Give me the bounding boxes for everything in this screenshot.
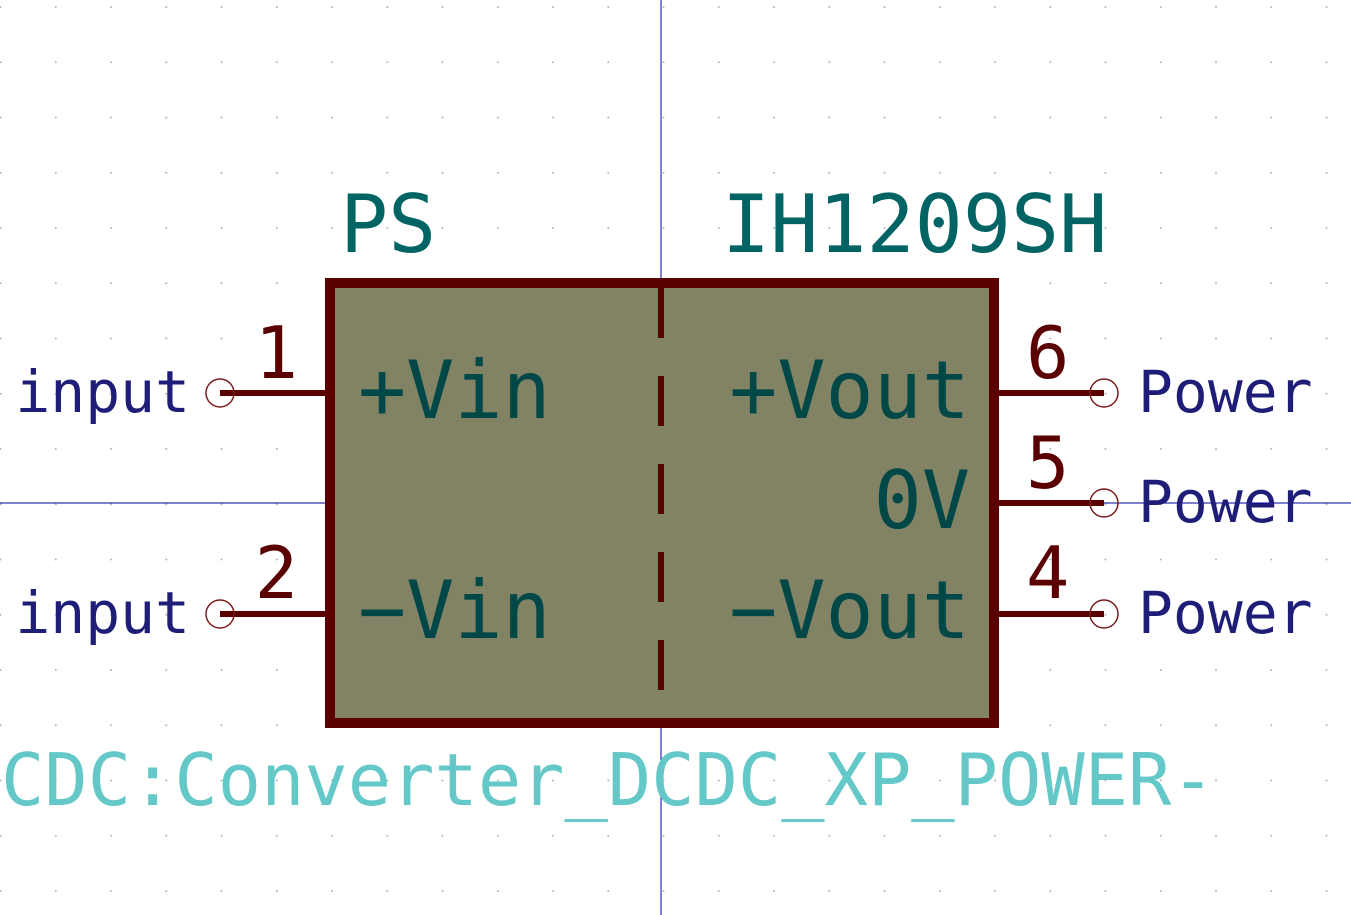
pin-2-type: input — [15, 579, 190, 647]
pin-2-number: 2 — [255, 531, 298, 615]
library-id-label[interactable]: CDC:Converter_DCDC_XP_POWER- — [1, 738, 1215, 822]
pin-4-number: 4 — [1026, 531, 1069, 615]
pin-4-connection-point[interactable] — [1089, 599, 1119, 629]
pin-1-connection-point[interactable] — [205, 378, 235, 408]
pin-5-name: 0V — [874, 454, 970, 547]
pin-4-type: Power — [1138, 579, 1313, 647]
pin-6-type: Power — [1138, 358, 1313, 426]
pin-5-type: Power — [1138, 468, 1313, 536]
pin-2-name: −Vin — [358, 564, 551, 657]
pin-5-number: 5 — [1026, 421, 1069, 505]
pin-1-number: 1 — [255, 311, 298, 395]
value-label[interactable]: IH1209SH — [722, 178, 1107, 271]
pin-2-connection-point[interactable] — [205, 599, 235, 629]
pin-6-number: 6 — [1026, 311, 1069, 395]
pin-6-connection-point[interactable] — [1089, 378, 1119, 408]
reference-label[interactable]: PS — [340, 178, 436, 271]
pin-5-connection-point[interactable] — [1089, 488, 1119, 518]
pin-4-name: −Vout — [729, 564, 970, 657]
pin-1-name: +Vin — [358, 344, 551, 437]
pin-1-type: input — [15, 358, 190, 426]
pin-6-name: +Vout — [729, 344, 970, 437]
